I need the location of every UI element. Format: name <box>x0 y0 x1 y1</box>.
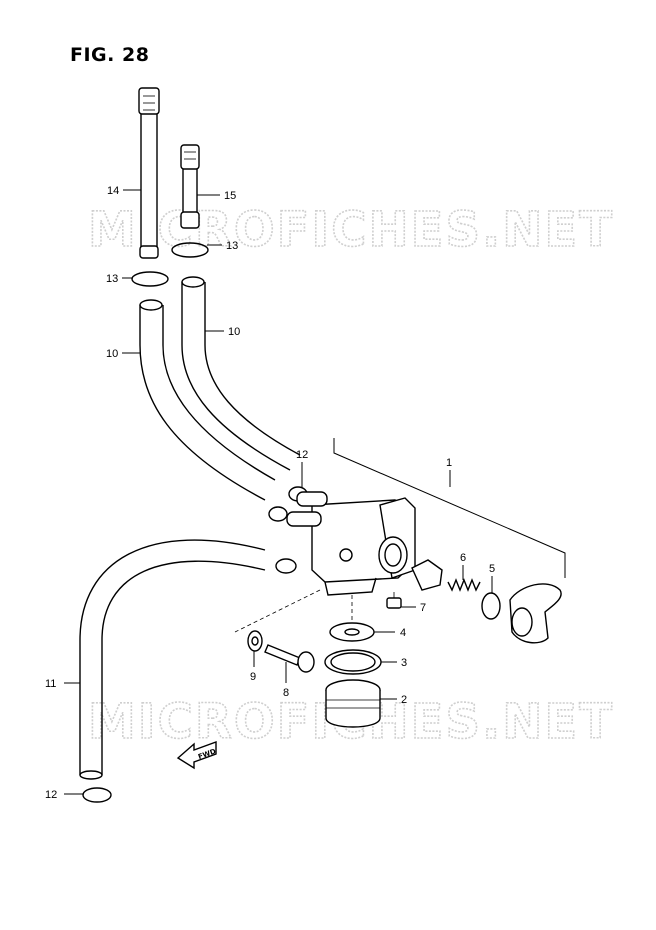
callout-10-left: 10 <box>106 348 118 360</box>
part-9-washer <box>247 630 263 652</box>
part-14-pipe <box>138 87 160 259</box>
callout-6: 6 <box>460 552 466 564</box>
part-6-spring <box>447 578 481 592</box>
part-10-hose-left <box>139 299 276 501</box>
callout-1: 1 <box>446 457 452 469</box>
part-13-oring-left <box>131 271 169 287</box>
callout-11: 11 <box>45 678 56 690</box>
callout-10-right: 10 <box>228 326 240 338</box>
watermark-top: MICROFICHES.NET <box>88 202 614 258</box>
part-1-bracket <box>333 438 566 578</box>
callout-9: 9 <box>250 671 256 683</box>
part-5-washer <box>481 592 501 620</box>
part-3-oring <box>324 649 382 675</box>
callout-8: 8 <box>283 687 289 699</box>
callout-7: 7 <box>420 602 426 614</box>
leader-lines <box>64 189 493 795</box>
part-11-hose <box>79 539 266 780</box>
callout-12-bottom: 12 <box>45 789 57 801</box>
callout-14: 14 <box>107 185 119 197</box>
part-15-pipe <box>180 144 200 229</box>
part-lever-knob <box>509 583 562 644</box>
part-8-bolt <box>264 644 315 673</box>
callout-4: 4 <box>400 627 406 639</box>
callout-5: 5 <box>489 563 495 575</box>
part-lever-cap <box>411 559 443 591</box>
part-1-fuel-valve <box>286 491 416 596</box>
part-4-seal <box>329 622 375 642</box>
part-10-hose-right <box>181 276 301 471</box>
part-2-filter-cup <box>325 679 381 728</box>
callout-13-left: 13 <box>106 273 118 285</box>
callout-12-top: 12 <box>296 449 308 461</box>
callout-15: 15 <box>224 190 236 202</box>
alignment-line <box>234 589 321 633</box>
callout-3: 3 <box>401 657 407 669</box>
callout-2: 2 <box>401 694 407 706</box>
part-13-oring-right <box>171 242 209 258</box>
figure-title: FIG. 28 <box>70 44 150 66</box>
callout-13-right: 13 <box>226 240 238 252</box>
part-7-screw <box>386 592 402 609</box>
